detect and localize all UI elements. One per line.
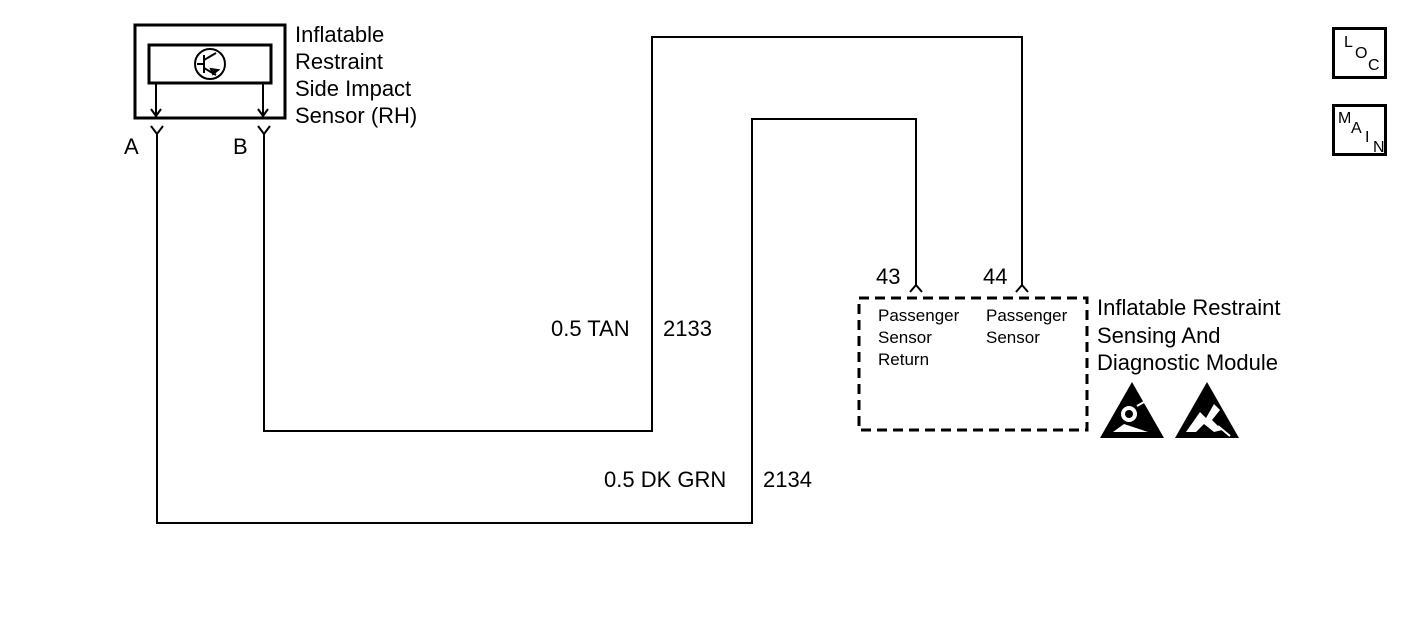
wire-2134-circuit-label: 2134 <box>763 467 812 492</box>
sensor-title-line-4: Sensor (RH) <box>295 103 418 128</box>
sensor-pin-a-connector <box>150 125 164 136</box>
sensor-pin-b-label: B <box>233 134 248 159</box>
transistor-symbol-icon <box>194 48 226 80</box>
wire-2133-tan <box>263 36 1023 432</box>
module-title-line-3: Diagnostic Module <box>1097 350 1278 375</box>
main-letter-i: I <box>1365 129 1370 146</box>
main-letter-a: A <box>1351 120 1362 137</box>
wire-2133-color-label: 0.5 TAN <box>551 316 630 341</box>
sensor-title-line-3: Side Impact <box>295 76 412 101</box>
side-impact-sensor-symbol <box>133 23 287 120</box>
pin-44-desc-line-1: Passenger <box>986 306 1068 325</box>
esd-warning-icon <box>1175 382 1239 438</box>
airbag-warning-icon <box>1100 382 1164 438</box>
module-pin-44-label: 44 <box>983 264 1008 289</box>
module-pin-43-label: 43 <box>876 264 901 289</box>
pin-43-desc-line-3: Return <box>878 350 930 369</box>
loc-letter-o: O <box>1355 45 1368 62</box>
pin-43-desc-line-2: Sensor <box>878 328 932 347</box>
wire-2134-color-label: 0.5 DK GRN <box>604 467 727 492</box>
sensor-pin-a-label: A <box>124 134 139 159</box>
module-pin-44-connector <box>1015 283 1029 293</box>
pin-44-desc-line-2: Sensor <box>986 328 1040 347</box>
loc-letter-c: C <box>1368 57 1380 74</box>
sensor-title-line-1: Inflatable <box>295 22 385 47</box>
sensor-pin-b-connector <box>257 125 271 136</box>
wire-2134-dk-grn <box>156 118 917 524</box>
main-letter-m: M <box>1338 110 1352 127</box>
sensor-title-line-2: Restraint <box>295 49 384 74</box>
main-letter-n: N <box>1373 139 1385 156</box>
module-title-line-2: Sensing And <box>1097 323 1221 348</box>
module-pin-43-connector <box>909 283 923 293</box>
main-button[interactable]: M A I N <box>1332 104 1387 156</box>
module-outline <box>857 296 1089 432</box>
loc-letter-l: L <box>1344 34 1353 51</box>
loc-button[interactable]: L O C <box>1332 27 1387 79</box>
module-title-line-1: Inflatable Restraint <box>1097 295 1281 320</box>
pin-43-desc-line-1: Passenger <box>878 306 960 325</box>
wire-2133-circuit-label: 2133 <box>663 316 712 341</box>
